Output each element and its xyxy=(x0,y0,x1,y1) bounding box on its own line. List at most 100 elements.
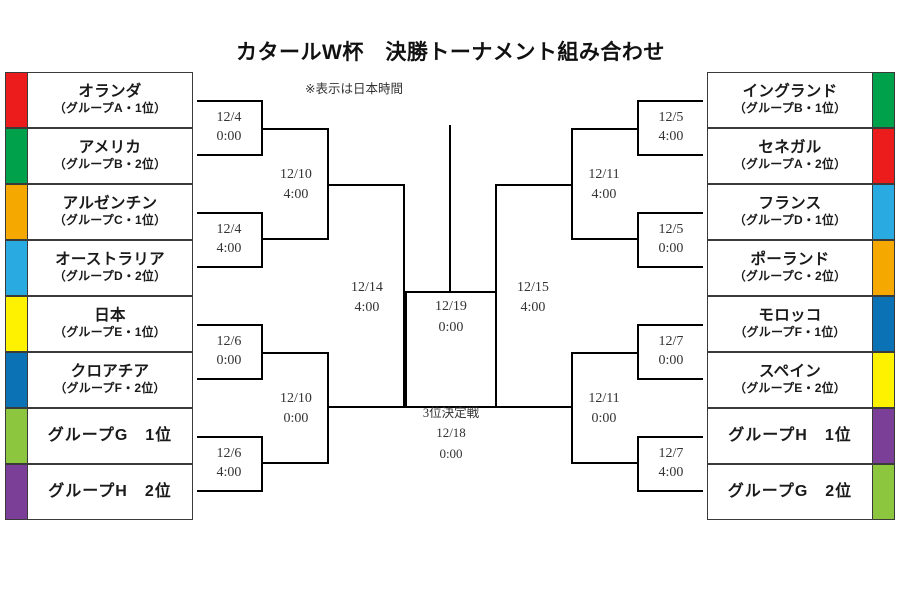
team-name: アメリカ xyxy=(78,138,142,156)
match-quarterfinal[interactable]: 12/10 4:00 xyxy=(263,145,329,225)
match-time: 4:00 xyxy=(283,187,309,202)
match-time: 4:00 xyxy=(658,465,684,480)
team-row[interactable]: ポーランド （グループC・2位） xyxy=(707,240,895,296)
team-row-placeholder[interactable]: グループH 2位 xyxy=(5,464,193,520)
team-color-swatch xyxy=(6,409,28,463)
team-color-swatch xyxy=(6,353,28,407)
team-color-swatch xyxy=(6,73,28,127)
team-group: （グループE・2位） xyxy=(734,381,846,396)
match-date: 12/19 xyxy=(435,299,467,314)
team-group: （グループD・2位） xyxy=(53,269,167,284)
match-round16[interactable]: 12/4 0:00 xyxy=(197,100,263,156)
page-title: カタールW杯 決勝トーナメント組み合わせ xyxy=(236,41,665,64)
match-date: 12/10 xyxy=(280,390,312,406)
team-color-swatch xyxy=(872,185,894,239)
team-name: ポーランド xyxy=(750,250,830,268)
quarterfinal-connector xyxy=(263,128,329,240)
team-row[interactable]: モロッコ （グループF・1位） xyxy=(707,296,895,352)
match-time: 4:00 xyxy=(591,187,617,202)
match-time: 0:00 xyxy=(658,353,684,368)
final-stem xyxy=(448,125,452,293)
match-final[interactable]: 12/19 0:00 xyxy=(405,291,497,408)
match-date: 12/10 xyxy=(280,166,312,182)
team-color-swatch xyxy=(872,73,894,127)
match-date: 12/4 xyxy=(216,222,242,238)
team-name: クロアチア xyxy=(70,362,150,380)
match-time: 4:00 xyxy=(658,129,684,144)
match-round16[interactable]: 12/7 4:00 xyxy=(637,436,703,492)
team-color-swatch xyxy=(872,297,894,351)
match-time: 0:00 xyxy=(658,241,684,256)
team-row[interactable]: スペイン （グループE・2位） xyxy=(707,352,895,408)
match-date: 12/7 xyxy=(658,334,684,350)
team-row[interactable]: フランス （グループD・1位） xyxy=(707,184,895,240)
team-color-swatch xyxy=(872,129,894,183)
team-name: グループH 2位 xyxy=(48,482,172,500)
match-quarterfinal[interactable]: 12/10 0:00 xyxy=(263,369,329,449)
team-color-swatch xyxy=(6,241,28,295)
team-row[interactable]: セネガル （グループA・2位） xyxy=(707,128,895,184)
match-date: 12/14 xyxy=(351,279,383,295)
team-row[interactable]: オーストラリア （グループD・2位） xyxy=(5,240,193,296)
team-group: （グループB・2位） xyxy=(53,157,167,172)
team-name: グループG 1位 xyxy=(47,426,173,444)
third-place-match[interactable]: 3位決定戦 12/18 0:00 xyxy=(396,404,506,464)
team-name: グループH 1位 xyxy=(728,426,852,444)
quarterfinal-connector xyxy=(571,352,637,464)
team-name: 日本 xyxy=(94,306,126,324)
match-date: 12/11 xyxy=(588,390,620,406)
match-time: 0:00 xyxy=(439,445,463,461)
team-color-swatch xyxy=(872,241,894,295)
team-color-swatch xyxy=(6,297,28,351)
team-row[interactable]: アルゼンチン （グループC・1位） xyxy=(5,184,193,240)
team-name: フランス xyxy=(758,194,822,212)
team-name: アルゼンチン xyxy=(62,194,158,212)
team-name: スペイン xyxy=(758,362,822,380)
team-row[interactable]: アメリカ （グループB・2位） xyxy=(5,128,193,184)
match-time: 0:00 xyxy=(283,411,309,426)
timezone-note: ※表示は日本時間 xyxy=(305,82,403,96)
match-quarterfinal[interactable]: 12/11 4:00 xyxy=(571,145,637,225)
team-name: グループG 2位 xyxy=(727,482,853,500)
match-date: 12/11 xyxy=(588,166,620,182)
match-round16[interactable]: 12/5 4:00 xyxy=(637,100,703,156)
team-name: モロッコ xyxy=(758,306,822,324)
match-round16[interactable]: 12/6 0:00 xyxy=(197,324,263,380)
match-semifinal[interactable]: 12/14 4:00 xyxy=(329,258,405,338)
team-group: （グループF・1位） xyxy=(734,325,846,340)
team-name: セネガル xyxy=(758,138,822,156)
team-row[interactable]: イングランド （グループB・1位） xyxy=(707,72,895,128)
team-color-swatch xyxy=(6,185,28,239)
match-time: 4:00 xyxy=(520,300,546,315)
team-color-swatch xyxy=(872,353,894,407)
team-row-placeholder[interactable]: グループG 2位 xyxy=(707,464,895,520)
match-time: 0:00 xyxy=(216,353,242,368)
match-quarterfinal[interactable]: 12/11 0:00 xyxy=(571,369,637,449)
team-row[interactable]: 日本 （グループE・1位） xyxy=(5,296,193,352)
team-group: （グループD・1位） xyxy=(733,213,847,228)
third-place-label: 3位決定戦 xyxy=(422,406,480,420)
team-row[interactable]: オランダ （グループA・1位） xyxy=(5,72,193,128)
team-color-swatch xyxy=(6,129,28,183)
match-round16[interactable]: 12/4 4:00 xyxy=(197,212,263,268)
match-round16[interactable]: 12/7 0:00 xyxy=(637,324,703,380)
match-semifinal[interactable]: 12/15 4:00 xyxy=(495,258,571,338)
quarterfinal-connector xyxy=(571,128,637,240)
team-row-placeholder[interactable]: グループG 1位 xyxy=(5,408,193,464)
team-group: （グループA・1位） xyxy=(53,101,167,116)
team-group: （グループE・1位） xyxy=(54,325,166,340)
team-color-swatch xyxy=(6,465,28,519)
match-date: 12/6 xyxy=(216,334,242,350)
team-group: （グループA・2位） xyxy=(733,157,847,172)
team-color-swatch xyxy=(872,465,894,519)
team-row[interactable]: クロアチア （グループF・2位） xyxy=(5,352,193,408)
match-round16[interactable]: 12/6 4:00 xyxy=(197,436,263,492)
team-color-swatch xyxy=(872,409,894,463)
match-date: 12/5 xyxy=(658,222,684,238)
team-row-placeholder[interactable]: グループH 1位 xyxy=(707,408,895,464)
match-time: 0:00 xyxy=(216,129,242,144)
match-date: 12/18 xyxy=(436,425,466,441)
match-round16[interactable]: 12/5 0:00 xyxy=(637,212,703,268)
match-date: 12/5 xyxy=(658,110,684,126)
